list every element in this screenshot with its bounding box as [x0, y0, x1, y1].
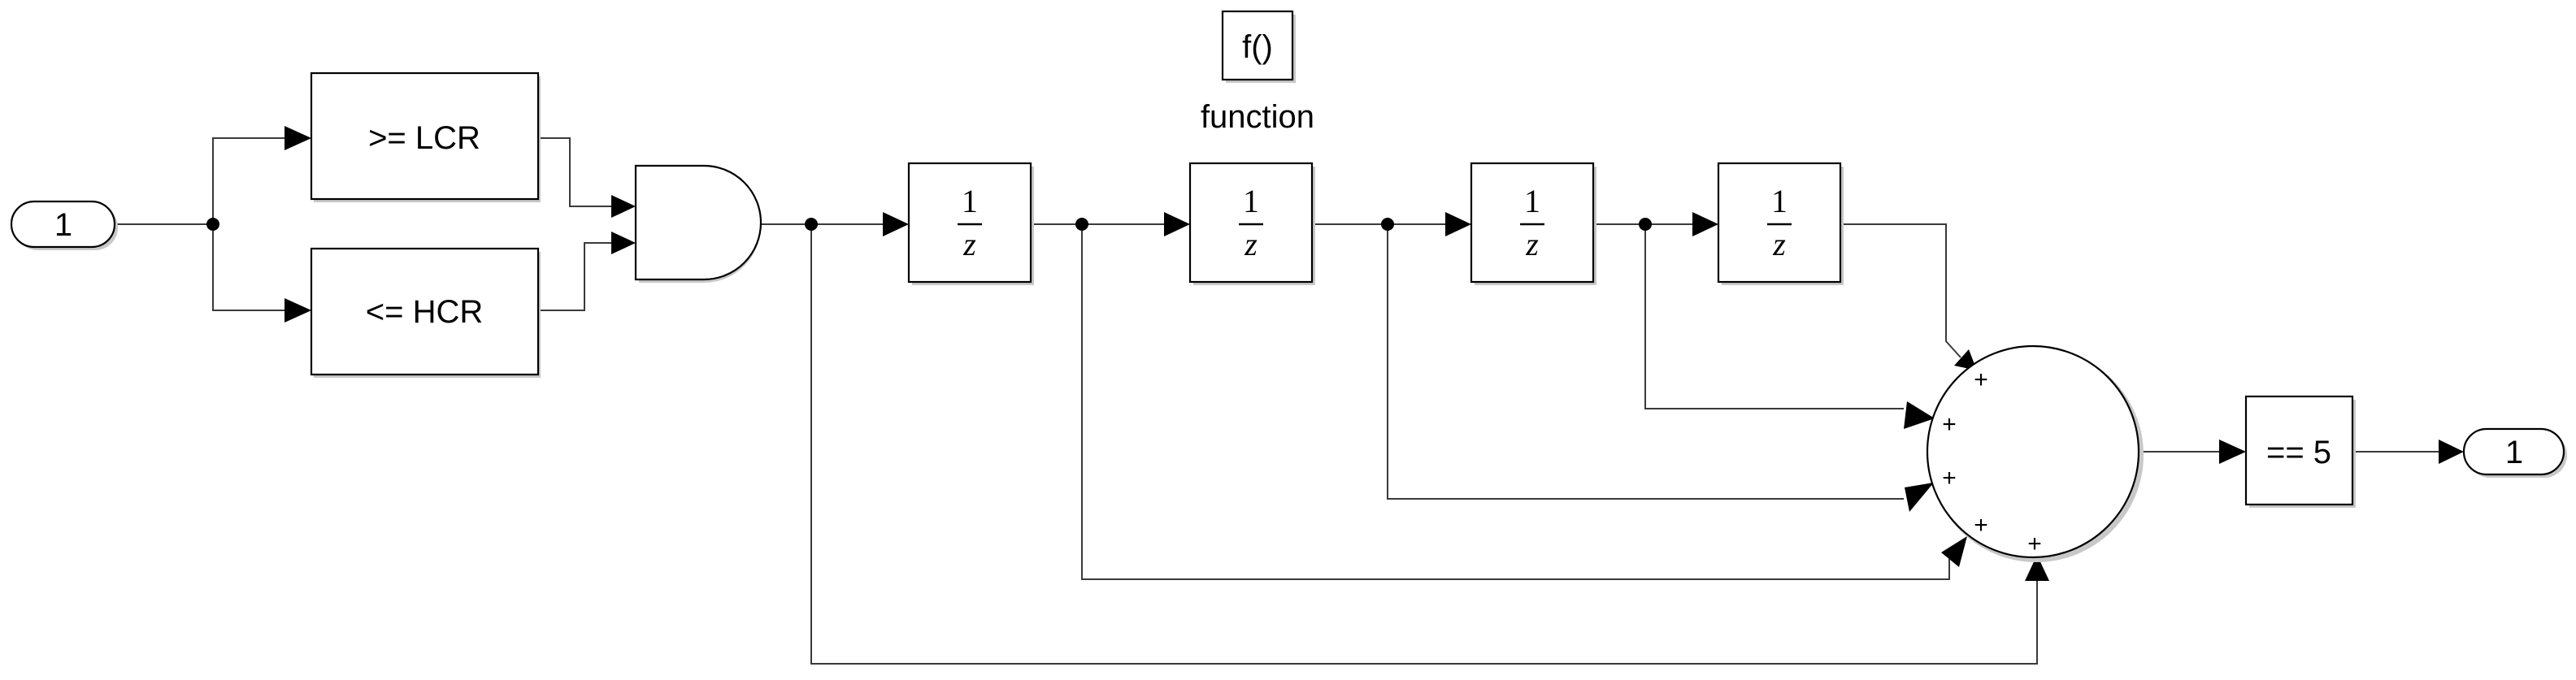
arrow-sum-in3 — [1905, 483, 1934, 512]
compare-eq-label: == 5 — [2266, 435, 2331, 470]
branch-dot-delay1 — [1075, 218, 1088, 231]
function-caption: function — [1201, 99, 1314, 135]
compare-lcr-block[interactable]: >= LCR — [310, 71, 541, 202]
branch-dot-and — [805, 218, 818, 231]
sum-sign-2: + — [1942, 411, 1957, 438]
delay3-numerator: 1 — [1524, 183, 1540, 219]
sum-sign-5: + — [2027, 531, 2042, 557]
signal-lines — [116, 137, 2439, 665]
unit-delay-block-4[interactable]: 1 z — [1717, 162, 1844, 285]
sum-sign-4: + — [1974, 512, 1988, 539]
compare-eq-block[interactable]: == 5 — [2244, 395, 2356, 508]
outport-label: 1 — [2505, 435, 2523, 470]
arrow-hcr-in — [285, 298, 311, 323]
arrow-delay3-in — [1445, 212, 1471, 236]
arrow-lcr-in — [285, 126, 311, 150]
arrow-compare-in — [2219, 440, 2246, 464]
arrow-sum-in5 — [2025, 555, 2049, 581]
arrow-delay1-in — [883, 212, 909, 236]
wire-and-sum-bottom — [810, 224, 2038, 665]
delay3-denominator: z — [1525, 226, 1539, 262]
branch-dot-delay2 — [1381, 218, 1394, 231]
arrow-sum-in2 — [1904, 401, 1935, 429]
unit-delay-block-3[interactable]: 1 z — [1470, 162, 1596, 285]
unit-delay-block-2[interactable]: 1 z — [1188, 162, 1315, 285]
function-block[interactable]: f() — [1221, 10, 1296, 83]
delay4-denominator: z — [1772, 226, 1786, 262]
and-gate-block[interactable] — [634, 164, 762, 283]
unit-delay-block-1[interactable]: 1 z — [907, 162, 1034, 285]
wire-delay1-sum — [1081, 224, 1950, 580]
delay2-numerator: 1 — [1243, 183, 1259, 219]
inport-label: 1 — [54, 207, 72, 243]
arrow-outport-in — [2439, 440, 2464, 464]
arrow-sum-in4 — [1941, 536, 1967, 567]
function-block-label: f() — [1242, 29, 1273, 65]
arrow-delay4-in — [1692, 212, 1718, 236]
branch-dot-inport — [206, 218, 219, 231]
wire-hcr-and — [540, 242, 611, 311]
branch-dot-delay3 — [1639, 218, 1652, 231]
arrow-and-in1 — [611, 195, 636, 218]
arrow-and-in2 — [611, 232, 636, 254]
delay1-numerator: 1 — [962, 183, 978, 219]
compare-hcr-block[interactable]: <= HCR — [310, 247, 541, 378]
wire-lcr-and — [540, 137, 611, 207]
arrowheads — [285, 126, 2464, 581]
delay4-numerator: 1 — [1771, 183, 1788, 219]
compare-hcr-label: <= HCR — [366, 294, 484, 330]
wire-delay2-sum — [1387, 224, 1904, 500]
inport-block[interactable]: 1 — [10, 200, 118, 250]
arrow-delay2-in — [1164, 212, 1190, 236]
sum-sign-3: + — [1942, 465, 1957, 492]
sum-block[interactable]: + + + + + — [1926, 344, 2144, 562]
branch-points — [206, 218, 1652, 231]
wire-to-lcr — [212, 137, 285, 224]
wire-to-hcr — [212, 224, 285, 311]
sum-sign-1: + — [1974, 366, 1988, 393]
delay1-denominator: z — [962, 226, 976, 262]
delay2-denominator: z — [1244, 226, 1258, 262]
compare-lcr-label: >= LCR — [368, 120, 480, 156]
outport-block[interactable]: 1 — [2462, 427, 2567, 478]
wire-delay4-sum — [1842, 223, 1961, 358]
wire-delay3-sum — [1644, 224, 1904, 409]
